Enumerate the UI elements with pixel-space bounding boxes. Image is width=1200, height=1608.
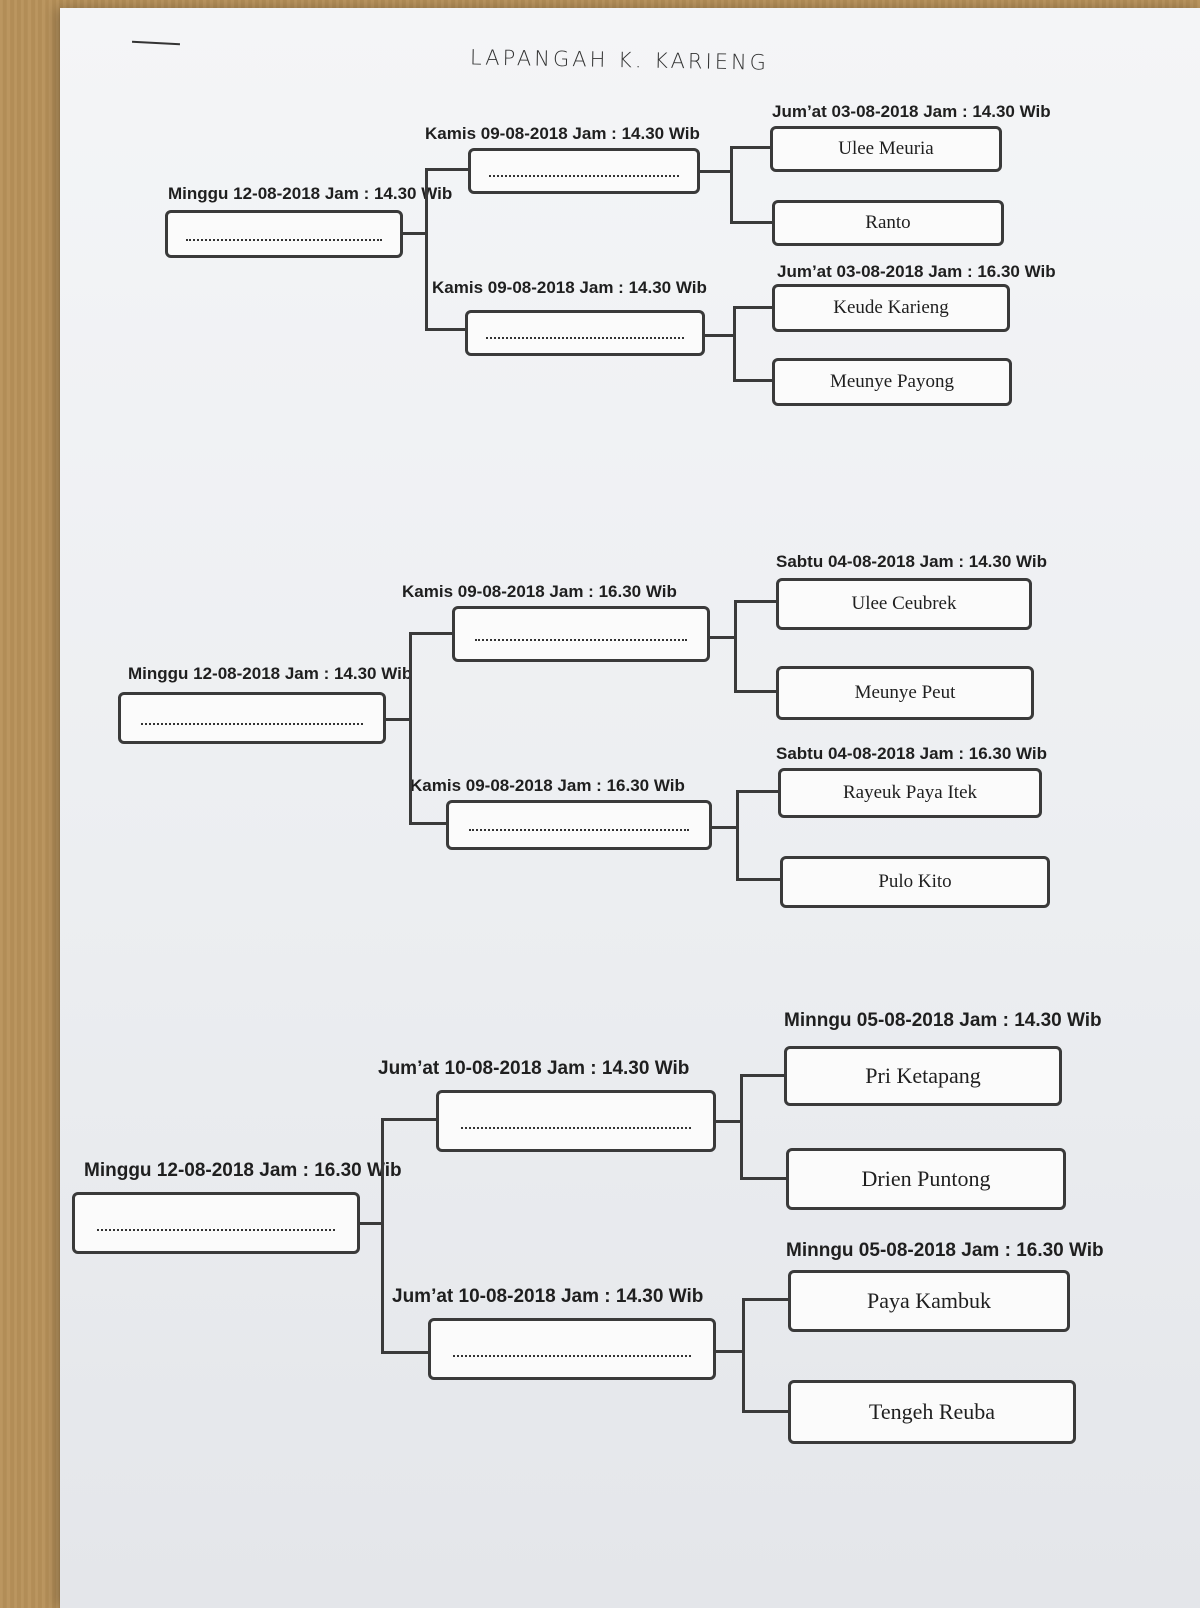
- semi-slot[interactable]: [436, 1090, 716, 1152]
- slot-dots: [486, 337, 684, 339]
- connector-line: [716, 1350, 744, 1353]
- team-box[interactable]: Pri Ketapang: [784, 1046, 1062, 1106]
- semi-label: Kamis 09-08-2018 Jam : 14.30 Wib: [425, 124, 700, 143]
- team-box[interactable]: Meunye Peut: [776, 666, 1034, 720]
- connector-line: [425, 168, 468, 171]
- connector-line: [712, 826, 738, 829]
- connector-line: [381, 1351, 428, 1354]
- connector-line: [716, 1120, 742, 1123]
- connector-line: [736, 790, 778, 793]
- connector-line: [740, 1177, 786, 1180]
- connector-line: [740, 1074, 784, 1077]
- final-slot[interactable]: [118, 692, 386, 744]
- slot-dots: [469, 829, 689, 831]
- team-box[interactable]: Paya Kambuk: [788, 1270, 1070, 1332]
- team-box[interactable]: Ulee Ceubrek: [776, 578, 1032, 630]
- slot-dots: [461, 1127, 691, 1129]
- semi-slot[interactable]: [465, 310, 705, 356]
- connector-line: [730, 146, 770, 149]
- connector-line: [733, 306, 736, 382]
- semi-slot[interactable]: [452, 606, 710, 662]
- match-label: Minngu 05-08-2018 Jam : 16.30 Wib: [786, 1240, 1104, 1261]
- team-box[interactable]: Meunye Payong: [772, 358, 1012, 406]
- final-label: Minggu 12-08-2018 Jam : 14.30 Wib: [128, 664, 413, 683]
- connector-line: [733, 306, 772, 309]
- team-box[interactable]: Tengeh Reuba: [788, 1380, 1076, 1444]
- connector-line: [705, 334, 735, 337]
- connector-line: [425, 168, 428, 330]
- connector-line: [742, 1298, 788, 1301]
- match-label: Jum’at 03-08-2018 Jam : 14.30 Wib: [772, 102, 1051, 121]
- team-box[interactable]: Drien Puntong: [786, 1148, 1066, 1210]
- slot-dots: [489, 175, 679, 177]
- connector-line: [733, 379, 772, 382]
- semi-slot[interactable]: [468, 148, 700, 194]
- semi-label: Kamis 09-08-2018 Jam : 16.30 Wib: [402, 582, 677, 601]
- connector-line: [425, 328, 465, 331]
- connector-line: [730, 146, 733, 224]
- connector-line: [403, 232, 427, 235]
- slot-dots: [97, 1229, 335, 1231]
- team-box[interactable]: Pulo Kito: [780, 856, 1050, 908]
- semi-label: Jum’at 10-08-2018 Jam : 14.30 Wib: [392, 1286, 704, 1307]
- team-box[interactable]: Keude Karieng: [772, 284, 1010, 332]
- connector-line: [381, 1118, 436, 1121]
- final-label: Minggu 12-08-2018 Jam : 14.30 Wib: [168, 184, 453, 203]
- slot-dots: [141, 723, 363, 725]
- slot-dots: [186, 239, 382, 241]
- semi-slot[interactable]: [428, 1318, 716, 1380]
- match-label: Minngu 05-08-2018 Jam : 14.30 Wib: [784, 1010, 1102, 1031]
- connector-line: [386, 718, 412, 721]
- connector-line: [409, 632, 412, 824]
- connector-line: [734, 600, 737, 692]
- connector-line: [360, 1222, 384, 1225]
- final-slot[interactable]: [165, 210, 403, 258]
- connector-line: [742, 1410, 788, 1413]
- final-slot[interactable]: [72, 1192, 360, 1254]
- team-box[interactable]: Ulee Meuria: [770, 126, 1002, 172]
- team-box[interactable]: Ranto: [772, 200, 1004, 246]
- semi-label: Kamis 09-08-2018 Jam : 16.30 Wib: [410, 776, 685, 795]
- connector-line: [734, 690, 776, 693]
- semi-label: Kamis 09-08-2018 Jam : 14.30 Wib: [432, 278, 707, 297]
- slot-dots: [453, 1355, 691, 1357]
- match-label: Jum’at 03-08-2018 Jam : 16.30 Wib: [777, 262, 1056, 281]
- match-label: Sabtu 04-08-2018 Jam : 14.30 Wib: [776, 552, 1048, 571]
- semi-label: Jum’at 10-08-2018 Jam : 14.30 Wib: [378, 1058, 690, 1079]
- connector-line: [740, 1074, 743, 1180]
- connector-line: [409, 822, 446, 825]
- match-label: Sabtu 04-08-2018 Jam : 16.30 Wib: [776, 744, 1048, 763]
- connector-line: [734, 600, 776, 603]
- connector-line: [736, 790, 739, 880]
- connector-line: [730, 221, 772, 224]
- connector-line: [736, 878, 780, 881]
- connector-line: [700, 170, 732, 173]
- connector-line: [381, 1118, 384, 1354]
- connector-line: [742, 1298, 745, 1412]
- slot-dots: [475, 639, 687, 641]
- connector-line: [710, 636, 736, 639]
- final-label: Minggu 12-08-2018 Jam : 16.30 Wib: [84, 1160, 402, 1181]
- semi-slot[interactable]: [446, 800, 712, 850]
- team-box[interactable]: Rayeuk Paya Itek: [778, 768, 1042, 818]
- connector-line: [409, 632, 452, 635]
